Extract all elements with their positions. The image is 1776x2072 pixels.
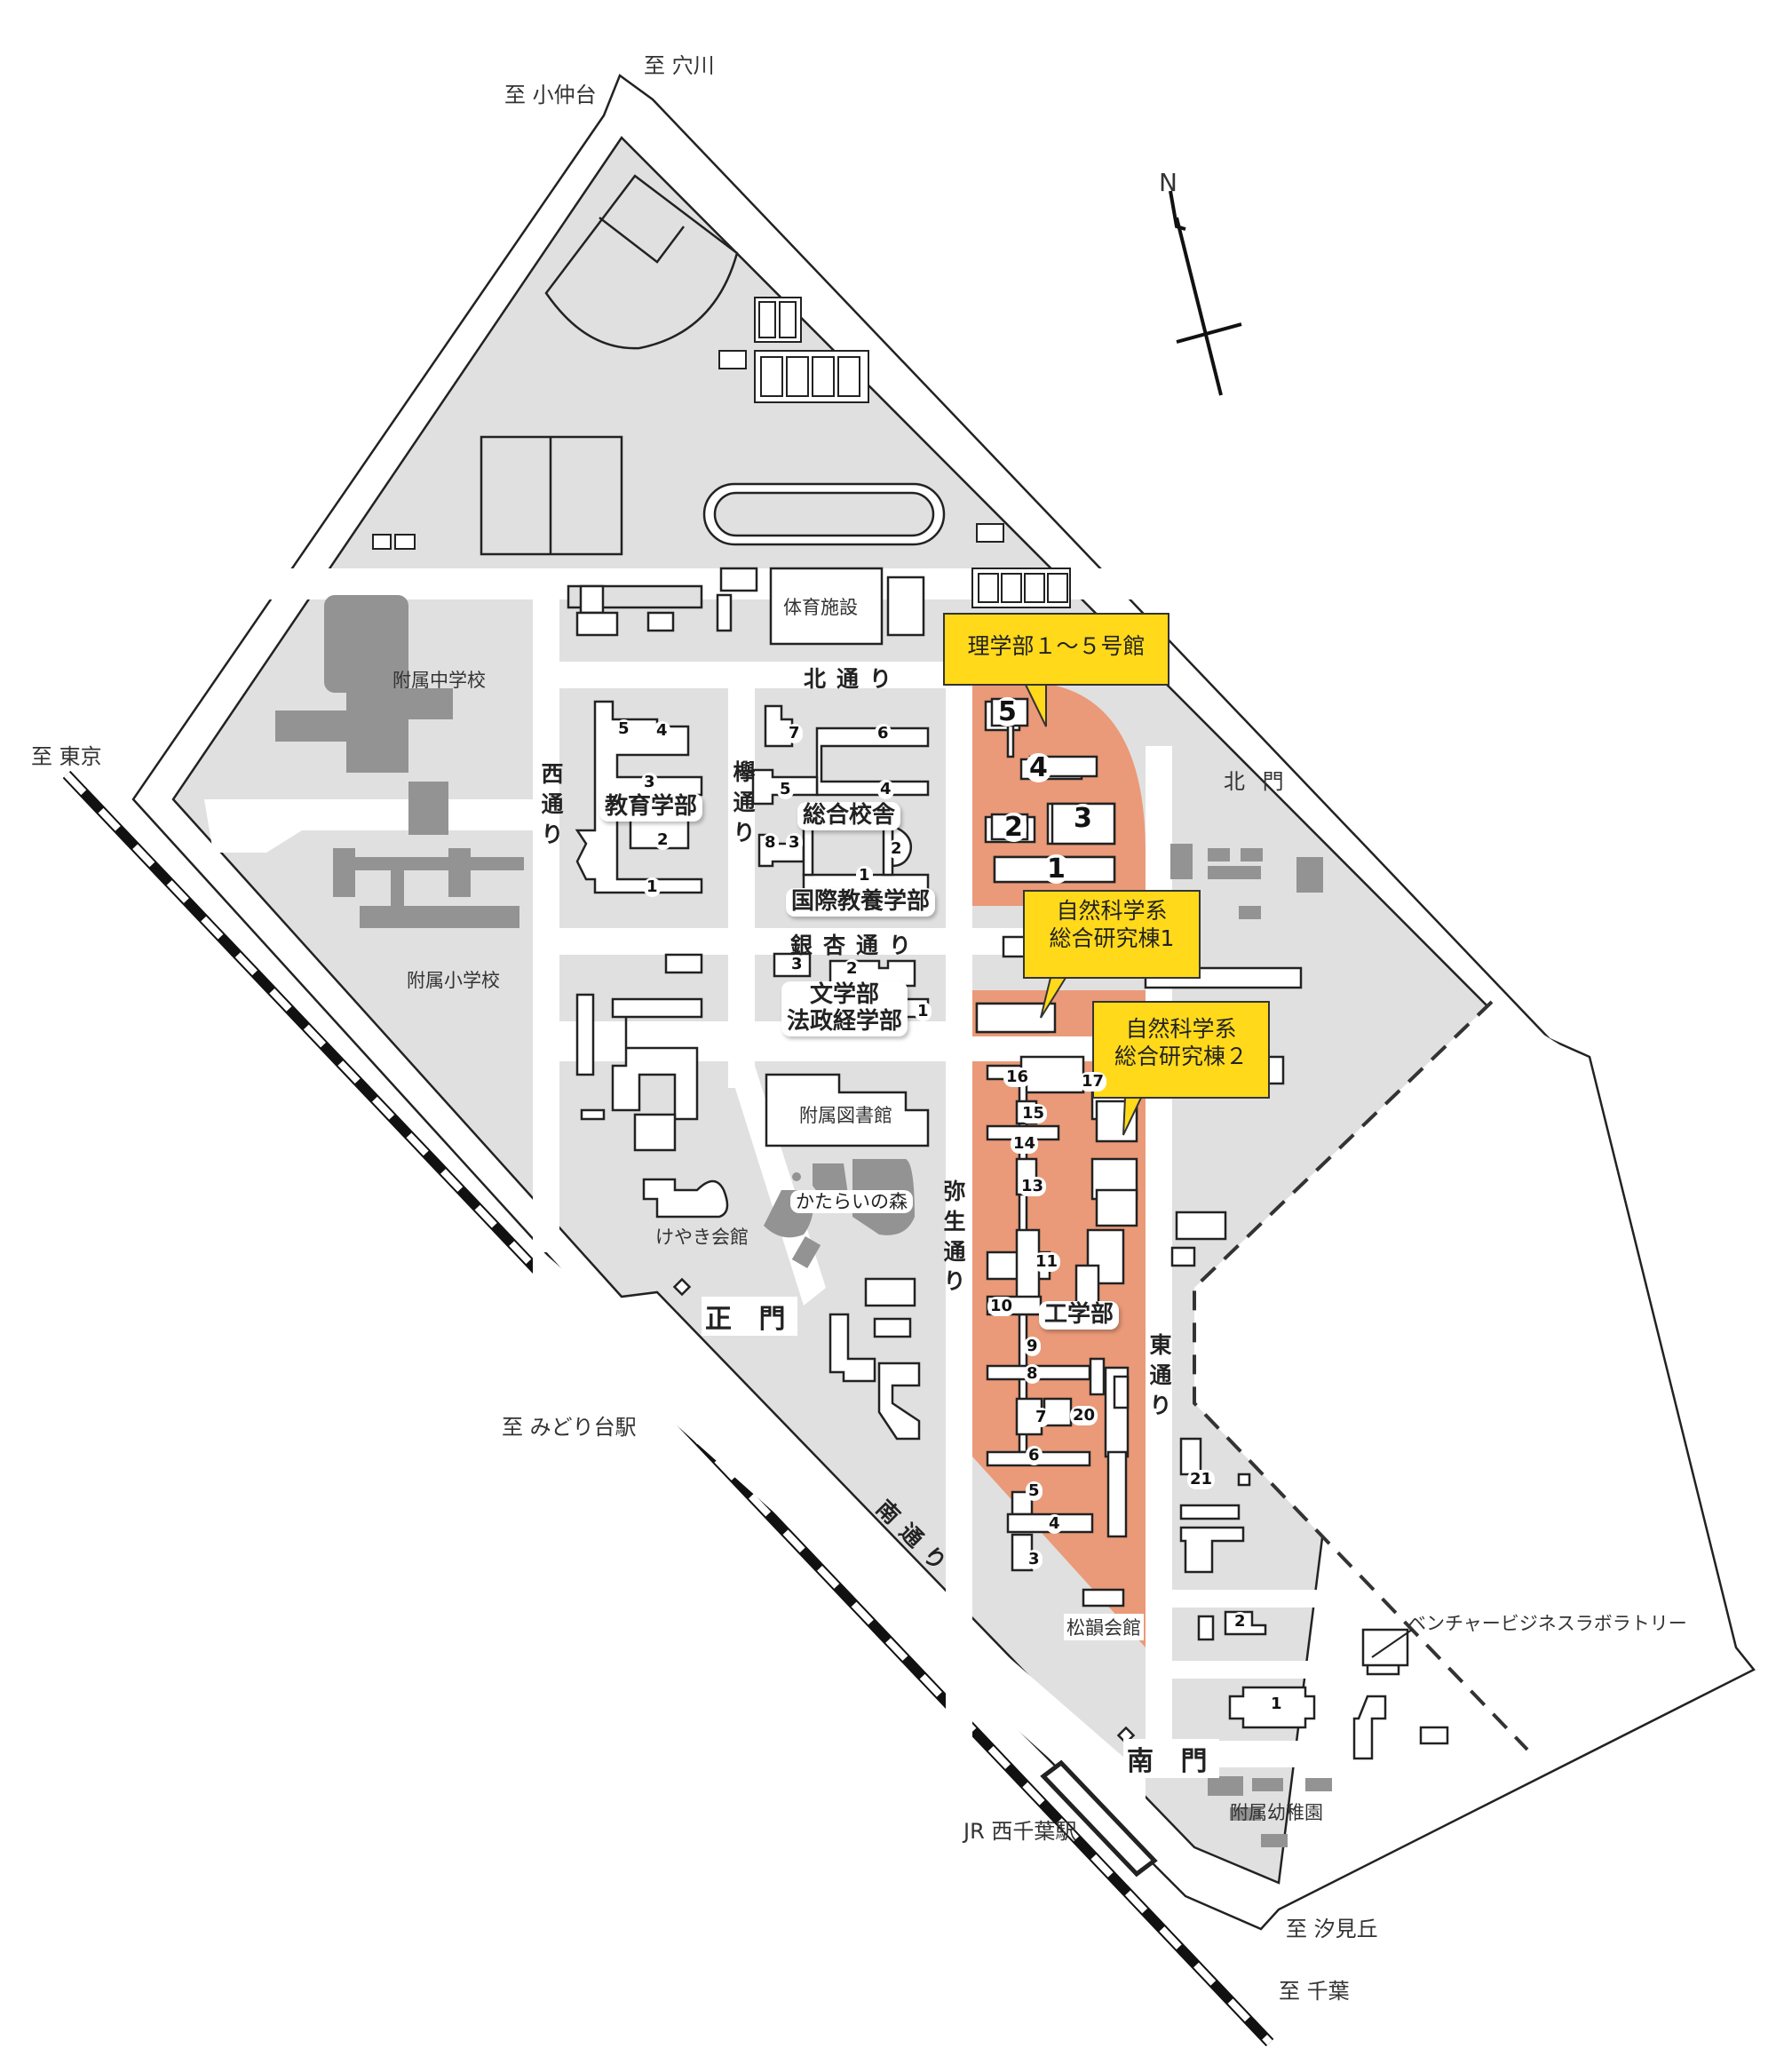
education-bldg-2: 2 <box>654 830 671 850</box>
science-bldg-4: 4 <box>1026 753 1051 782</box>
main-gate-label: 正 門 <box>702 1297 798 1336</box>
compass-icon <box>1169 190 1242 396</box>
general-bldg-7: 7 <box>786 724 803 743</box>
letters-bldg-2: 2 <box>844 959 860 979</box>
engineering-bldg-17: 17 <box>1079 1072 1107 1092</box>
general-bldg-3: 3 <box>786 833 803 853</box>
science-bldg-2: 2 <box>1001 813 1027 842</box>
education-bldg-1: 1 <box>644 877 661 897</box>
direction-tokyo: 至 東京 <box>31 744 102 769</box>
faculty-letters-law: 文学部 法政経学部 <box>781 981 908 1036</box>
faculty-general-building: 総合校舎 <box>797 802 901 830</box>
engineering-bldg-9: 9 <box>1024 1337 1041 1356</box>
letters-bldg-3: 3 <box>789 955 805 974</box>
engineering-bldg-3: 3 <box>1026 1550 1043 1569</box>
engineering-bldg-5: 5 <box>1026 1481 1043 1501</box>
engineering-bldg-7: 7 <box>1033 1408 1050 1427</box>
facility-keyaki-hall: けやき会館 <box>655 1227 749 1248</box>
facility-forest: かたらいの森 <box>790 1190 913 1214</box>
engineering-bldg-11: 11 <box>1033 1252 1061 1272</box>
facility-kindergarten: 附属幼稚園 <box>1230 1802 1323 1823</box>
callout-research2-line1: 自然科学系 <box>1125 1016 1237 1042</box>
callout-research1-line2: 総合研究棟1 <box>1049 925 1175 952</box>
callout-research-building-2: 自然科学系 総合研究棟２ <box>1092 1001 1270 1099</box>
callout-science-buildings: 理学部１〜５号館 <box>943 613 1169 686</box>
facility-sports: 体育施設 <box>783 597 858 618</box>
facility-elementary: 附属小学校 <box>407 970 500 991</box>
east-bldg-1: 1 <box>1268 1695 1285 1714</box>
general-bldg-1: 1 <box>856 866 873 885</box>
north-gate-label: 北 門 <box>1224 769 1289 794</box>
east-bldg-2: 2 <box>1232 1612 1249 1631</box>
facility-jhs: 附属中学校 <box>392 670 486 691</box>
callout-research2-line2: 総合研究棟２ <box>1114 1044 1248 1070</box>
faculty-letters: 文学部 <box>810 981 880 1008</box>
station-label: JR 西千葉駅 <box>963 1819 1077 1844</box>
south-gate-label: 南 門 <box>1123 1739 1220 1778</box>
engineering-bldg-16: 16 <box>1003 1068 1032 1087</box>
north-gate-facilities <box>1170 844 1323 919</box>
direction-shiomigaoka: 至 汐見丘 <box>1286 1917 1378 1941</box>
east-undeveloped-area <box>1194 999 1727 1750</box>
engineering-bldg-15: 15 <box>1019 1104 1048 1123</box>
road-keyaki: 欅通り <box>733 759 756 845</box>
engineering-bldg-20: 20 <box>1070 1406 1098 1425</box>
facility-library: 附属図書館 <box>799 1105 892 1126</box>
education-bldg-5: 5 <box>615 719 632 739</box>
letters-bldg-1: 1 <box>915 1002 932 1021</box>
education-bldg-4: 4 <box>654 721 670 741</box>
road-east: 東通り <box>1149 1332 1172 1418</box>
road-yayoi: 弥生通り <box>943 1179 966 1295</box>
callout-research1-line1: 自然科学系 <box>1056 898 1168 924</box>
kindergarten-buildings <box>1208 1776 1332 1847</box>
engineering-bldg-10: 10 <box>987 1297 1016 1316</box>
callout-research-building-1: 自然科学系 総合研究棟1 <box>1023 890 1201 979</box>
compass-north-label: N <box>1159 168 1177 197</box>
east-bldg-21: 21 <box>1187 1470 1216 1489</box>
science-bldg-5: 5 <box>995 697 1020 726</box>
faculty-law-economics: 法政経学部 <box>787 1007 903 1035</box>
engineering-bldg-4: 4 <box>1046 1514 1063 1534</box>
road-north: 北通り <box>804 666 903 692</box>
science-bldg-1: 1 <box>1043 854 1069 884</box>
faculty-engineering: 工学部 <box>1039 1301 1120 1330</box>
general-bldg-8: 8 <box>762 833 779 853</box>
facility-venture-lab: ベンチャービジネスラボラトリー <box>1407 1613 1687 1634</box>
general-bldg-4: 4 <box>877 780 894 799</box>
sports-fields <box>480 174 946 609</box>
direction-chiba: 至 千葉 <box>1279 1979 1350 2004</box>
engineering-bldg-6: 6 <box>1026 1446 1043 1465</box>
road-west: 西通り <box>541 761 564 847</box>
faculty-international: 国際教養学部 <box>786 888 936 917</box>
general-bldg-6: 6 <box>875 724 892 743</box>
callout-science-text: 理学部１〜５号館 <box>967 633 1146 659</box>
direction-midoridai: 至 みどり台駅 <box>502 1415 637 1440</box>
engineering-bldg-13: 13 <box>1019 1177 1047 1196</box>
facility-shoin-hall: 松韻会館 <box>1064 1614 1144 1640</box>
engineering-bldg-8: 8 <box>1024 1364 1041 1384</box>
education-bldg-3: 3 <box>641 773 658 792</box>
dashed-boundary <box>1193 1000 1529 1751</box>
direction-anagawa: 至 穴川 <box>644 53 715 78</box>
general-bldg-5: 5 <box>777 780 794 799</box>
direction-konakadai: 至 小仲台 <box>504 83 597 107</box>
general-bldg-2: 2 <box>888 839 905 859</box>
tennis-courts <box>372 297 1071 608</box>
faculty-education: 教育学部 <box>599 793 703 822</box>
university-buildings <box>575 567 1449 1878</box>
road-ginkgo: 銀杏通り <box>790 933 923 958</box>
engineering-bldg-14: 14 <box>1011 1134 1039 1154</box>
science-bldg-3: 3 <box>1070 804 1096 833</box>
affiliated-school-buildings <box>275 595 524 928</box>
